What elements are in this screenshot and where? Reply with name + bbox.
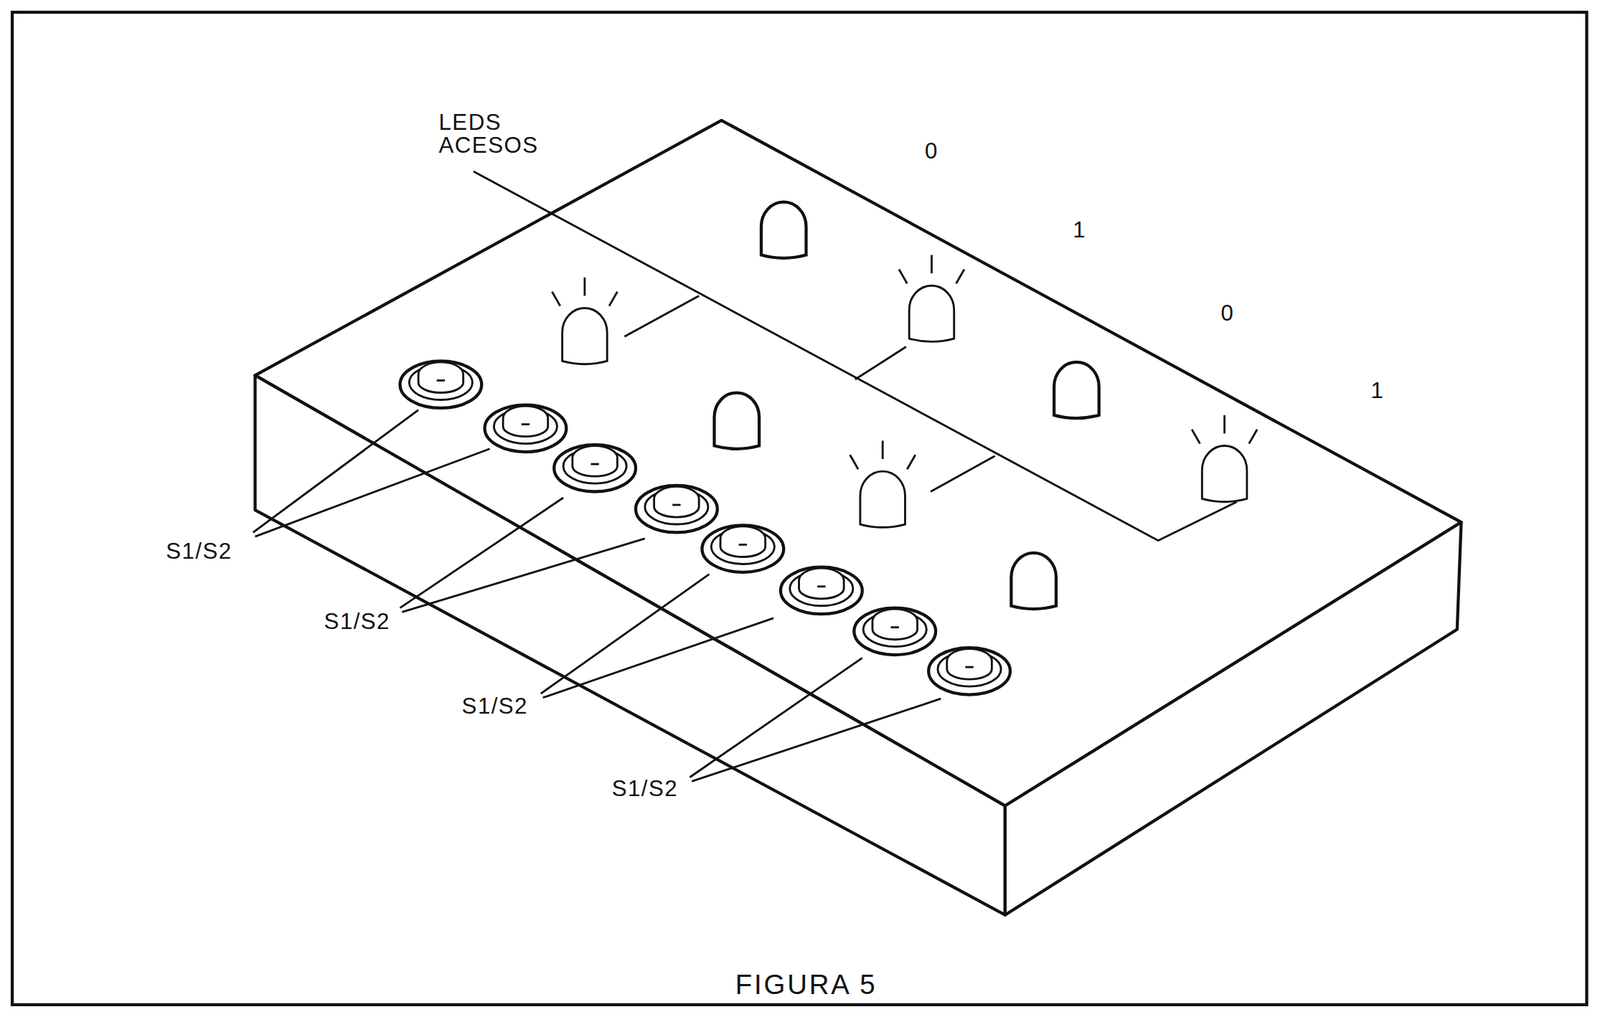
leader-line (399, 497, 645, 613)
push-button (928, 647, 1011, 695)
push-button (635, 485, 718, 533)
push-button (780, 567, 863, 615)
led-on (551, 277, 618, 365)
frame (12, 12, 1587, 1006)
push-button (853, 608, 936, 656)
push-button (485, 405, 567, 453)
led-on (899, 255, 965, 343)
switch-label: S1/S2 (324, 609, 391, 634)
bit-value: 1 (1072, 218, 1087, 242)
leader-line (689, 657, 941, 782)
push-button (701, 525, 784, 572)
callout-label: LEDS ACESOS (439, 110, 539, 158)
leader-line (253, 410, 491, 537)
leader-lines (253, 171, 1237, 782)
push-button (553, 444, 636, 492)
bit-value: 1 (1371, 378, 1385, 403)
bit-value: 0 (1220, 301, 1235, 326)
leader-line (624, 295, 699, 337)
leader-line (855, 347, 907, 381)
push-button (399, 360, 482, 408)
switch-label: S1/S2 (612, 777, 679, 801)
led-off (1010, 553, 1057, 610)
led-on (1191, 415, 1258, 503)
switch-label: S1/S2 (462, 694, 529, 719)
leader-line (540, 574, 774, 699)
bit-value: 0 (924, 139, 939, 163)
leader-line (473, 171, 1237, 541)
led-off (761, 202, 807, 259)
side-face (1005, 522, 1462, 916)
front-face (255, 375, 1006, 915)
led-off (1053, 362, 1100, 419)
led-off (714, 393, 760, 450)
leader-line (930, 456, 996, 493)
housing (255, 120, 1462, 916)
switch-label: S1/S2 (165, 539, 232, 564)
led-on (850, 440, 916, 528)
figure-caption: FIGURA 5 (735, 970, 878, 1002)
